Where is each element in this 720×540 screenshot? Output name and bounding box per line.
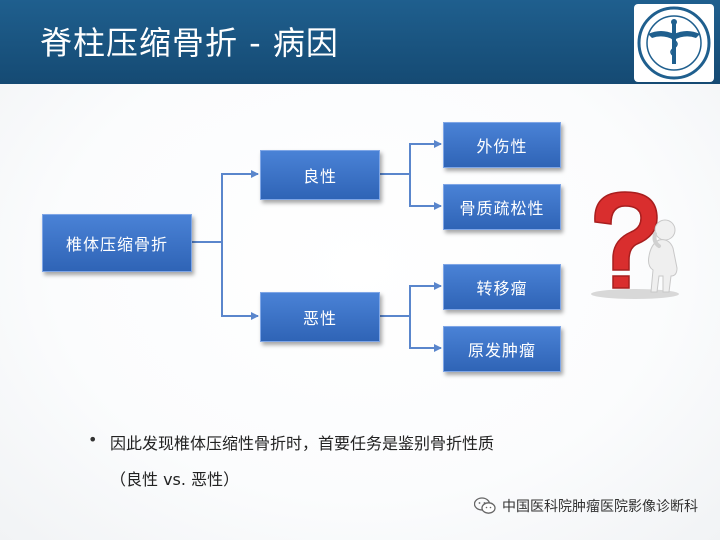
node-root: 椎体压缩骨折 xyxy=(42,214,192,272)
bullet-list: • 因此发现椎体压缩性骨折时，首要任务是鉴别骨折性质 （良性 vs. 恶性） xyxy=(88,430,494,490)
watermark: 中国医科院肿瘤医院影像诊断科 xyxy=(474,496,698,516)
watermark-text: 中国医科院肿瘤医院影像诊断科 xyxy=(502,499,698,515)
node-traumatic: 外伤性 xyxy=(443,122,561,168)
node-osteoporotic: 骨质疏松性 xyxy=(443,184,561,230)
bullet-sub-text: （良性 vs. 恶性） xyxy=(110,470,240,489)
slide-title: 脊柱压缩骨折 - 病因 xyxy=(40,24,339,62)
wechat-icon xyxy=(474,497,496,514)
hospital-emblem-icon xyxy=(634,4,714,82)
node-malignant: 恶性 xyxy=(260,292,380,342)
slide-header: 脊柱压缩骨折 - 病因 xyxy=(0,0,720,84)
node-benign: 良性 xyxy=(260,150,380,200)
node-primary-tumor: 原发肿瘤 xyxy=(443,326,561,372)
bullet-item: • 因此发现椎体压缩性骨折时，首要任务是鉴别骨折性质 xyxy=(88,430,494,454)
bullet-dot-icon: • xyxy=(88,430,98,449)
question-figure-icon xyxy=(573,184,695,300)
bullet-main-text: 因此发现椎体压缩性骨折时，首要任务是鉴别骨折性质 xyxy=(110,434,495,453)
node-metastasis: 转移瘤 xyxy=(443,264,561,310)
